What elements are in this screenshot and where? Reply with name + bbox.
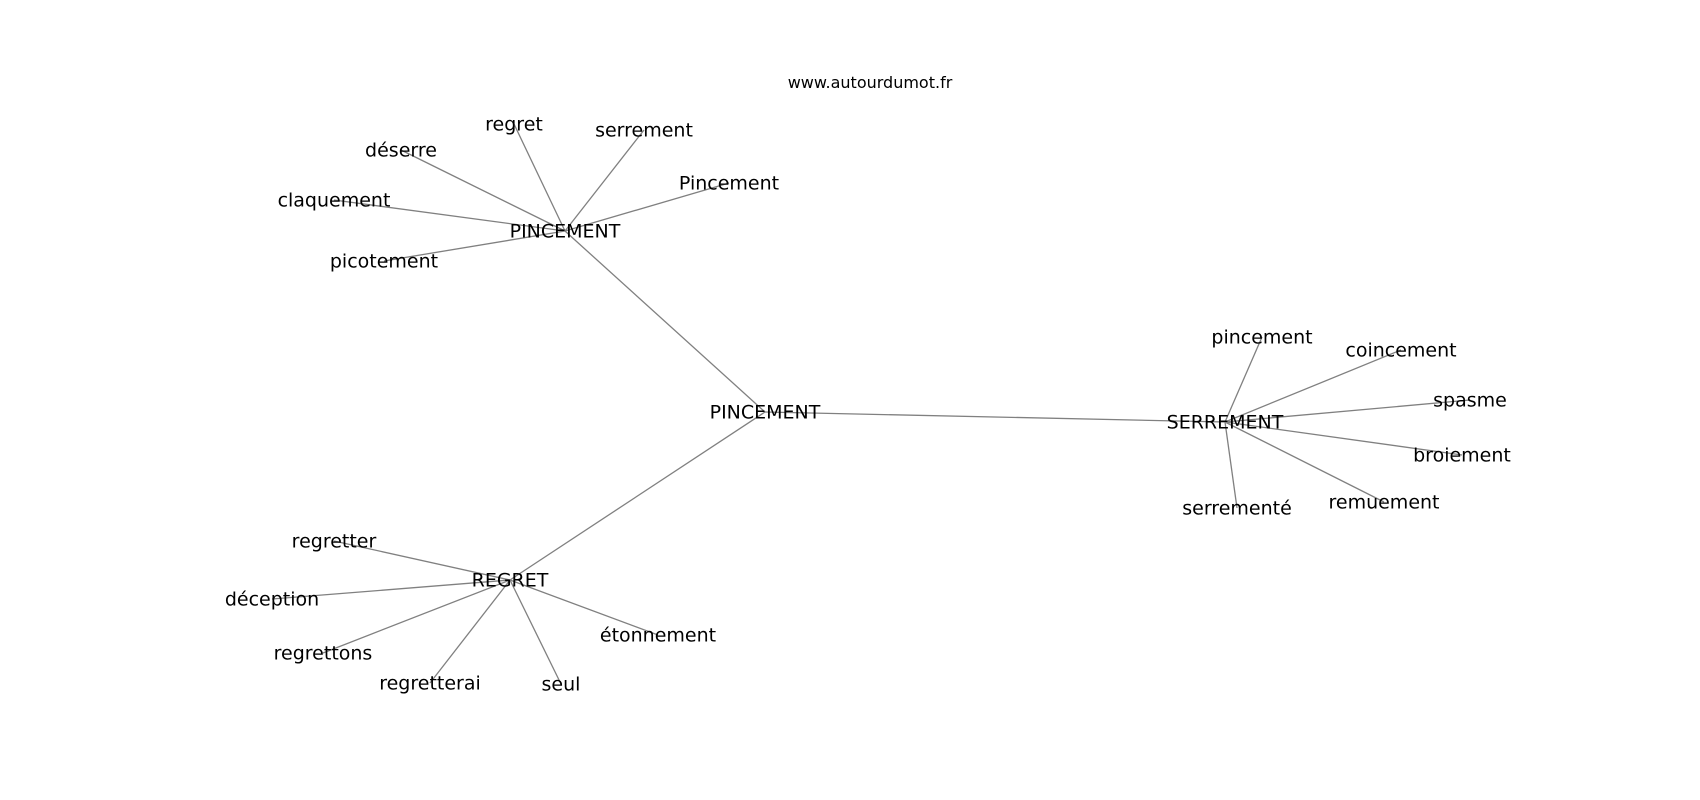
site-watermark: www.autourdumot.fr xyxy=(788,73,953,92)
node-r-seul: seul xyxy=(542,674,581,696)
node-p-claquement: claquement xyxy=(278,190,391,212)
node-p-serrement: serrement xyxy=(595,120,693,142)
node-r-etonnement: étonnement xyxy=(600,625,716,647)
edge-hub-regret-r-regretterai xyxy=(429,579,511,684)
edge-hub-serrement-s-broiement xyxy=(1224,421,1463,456)
edges-layer xyxy=(271,123,1471,685)
node-hub-serrement: SERREMENT xyxy=(1167,412,1284,434)
edge-hub-regret-r-etonnement xyxy=(509,579,659,636)
edge-hub-pincement-p-deserre xyxy=(400,149,566,232)
node-s-broiement: broiement xyxy=(1413,445,1511,467)
node-s-spasme: spasme xyxy=(1433,390,1507,412)
edge-hub-pincement-p-claquement xyxy=(333,199,566,232)
edge-hub-regret-r-deception xyxy=(271,579,511,600)
labels-layer: PINCEMENT PINCEMENT SERREMENT REGRET regret s… xyxy=(225,114,1511,696)
edge-hub-regret-r-regretter xyxy=(333,540,511,581)
node-s-pincement: pincement xyxy=(1211,327,1312,349)
edge-hub-pincement-p-pincement-cap xyxy=(564,182,730,232)
edge-center-hub-regret xyxy=(509,411,766,581)
node-r-regrettons: regrettons xyxy=(274,643,373,665)
node-center: PINCEMENT xyxy=(710,402,821,424)
edge-hub-serrement-s-pincement xyxy=(1224,336,1263,423)
edge-hub-serrement-s-remuement xyxy=(1224,421,1385,503)
node-p-deserre: déserre xyxy=(365,140,437,162)
edge-center-hub-serrement xyxy=(764,411,1226,423)
node-r-regretterai: regretterai xyxy=(379,673,481,695)
node-hub-pincement: PINCEMENT xyxy=(510,221,621,243)
node-p-pincement-cap: Pincement xyxy=(679,173,779,195)
edge-hub-serrement-s-spasme xyxy=(1224,399,1471,423)
edge-hub-pincement-p-picotement xyxy=(383,230,566,262)
edge-center-hub-pincement xyxy=(564,230,766,413)
edge-hub-pincement-p-serrement xyxy=(564,129,645,232)
edge-hub-serrement-s-coincement xyxy=(1224,349,1402,423)
node-p-regret: regret xyxy=(485,114,543,136)
edge-hub-serrement-s-serremente xyxy=(1224,421,1238,509)
edge-hub-regret-r-seul xyxy=(509,579,562,685)
node-hub-regret: REGRET xyxy=(472,570,549,592)
node-p-picotement: picotement xyxy=(330,251,438,273)
node-s-coincement: coincement xyxy=(1345,340,1456,362)
edge-hub-pincement-p-regret xyxy=(513,123,566,232)
node-r-regretter: regretter xyxy=(292,531,377,553)
node-s-remuement: remuement xyxy=(1328,492,1439,514)
edge-hub-regret-r-regrettons xyxy=(322,579,511,654)
node-r-deception: déception xyxy=(225,589,319,611)
node-s-serremente: serrementé xyxy=(1182,498,1292,520)
